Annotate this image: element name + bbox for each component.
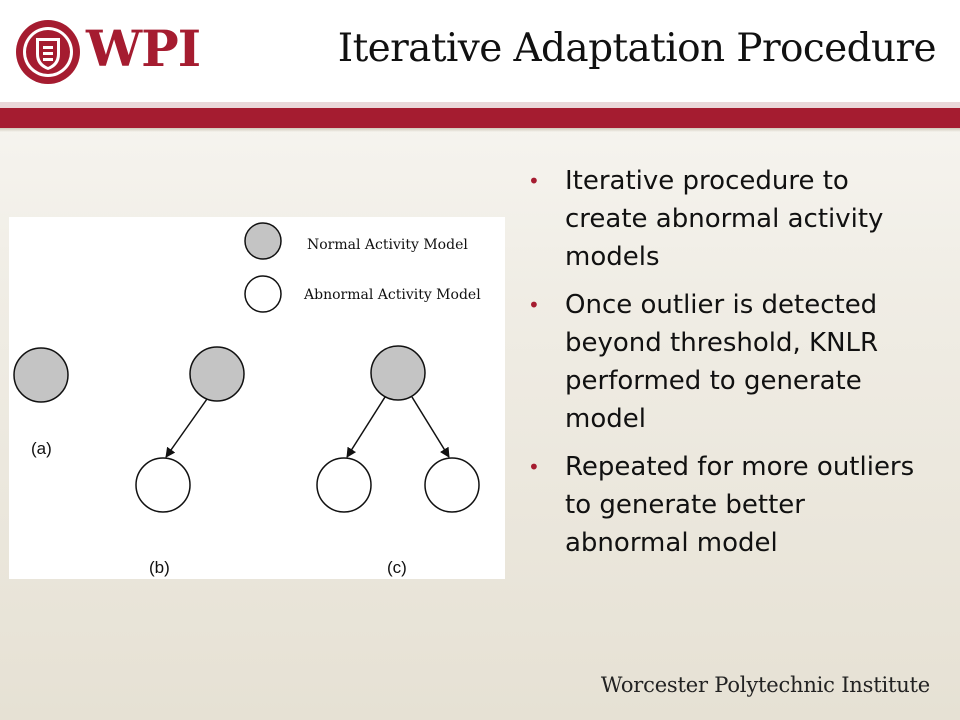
bullet-dot-icon: • [528, 169, 540, 193]
panel-b-label: (b) [149, 558, 170, 577]
header-band-red [0, 108, 960, 128]
panel-a-normal-model-node [13, 347, 69, 403]
bullet-dot-icon: • [528, 293, 540, 317]
panel-c-arrow-left [346, 396, 386, 458]
bullet-dot-icon: • [528, 455, 540, 479]
bullet-list: • Iterative procedure to create abnormal … [528, 162, 928, 572]
panel-c-label: (c) [387, 558, 407, 577]
panel-c-normal-model-node [370, 345, 426, 401]
slide-header: WPI Iterative Adaptation Procedure [0, 0, 960, 102]
panel-b-abnormal-model-node [135, 457, 191, 513]
wpi-wordmark: WPI [86, 19, 201, 78]
wpi-logo: WPI [14, 18, 201, 90]
legend-abnormal-model-icon [244, 275, 282, 313]
legend-abnormal-label: Abnormal Activity Model [303, 287, 481, 303]
wpi-seal-icon [16, 20, 80, 84]
bullet-text: Repeated for more outliers to generate b… [565, 452, 915, 558]
panel-c-abnormal-model-node-left [316, 457, 372, 513]
diagram-svg: Normal Activity Model Abnormal Activity … [13, 222, 481, 577]
adaptation-diagram: Normal Activity Model Abnormal Activity … [9, 217, 505, 579]
bullet-text: Iterative procedure to create abnormal a… [565, 166, 884, 272]
slide-title: Iterative Adaptation Procedure [337, 26, 937, 71]
bullet-item: • Once outlier is detected beyond thresho… [528, 286, 928, 438]
panel-b-normal-model-node [189, 346, 245, 402]
bullet-item: • Iterative procedure to create abnormal … [528, 162, 928, 276]
bullet-item: • Repeated for more outliers to generate … [528, 448, 928, 562]
panel-b-arrow [165, 398, 208, 458]
bullet-text: Once outlier is detected beyond threshol… [565, 290, 879, 434]
legend-normal-label: Normal Activity Model [307, 237, 468, 253]
legend-normal-model-icon [244, 222, 282, 260]
footer-institution: Worcester Polytechnic Institute [600, 673, 930, 697]
header-band-light [0, 102, 960, 108]
header-band-shadow [0, 128, 960, 132]
panel-a-label: (a) [31, 439, 52, 458]
panel-c-arrow-right [411, 396, 450, 458]
panel-c-abnormal-model-node-right [424, 457, 480, 513]
